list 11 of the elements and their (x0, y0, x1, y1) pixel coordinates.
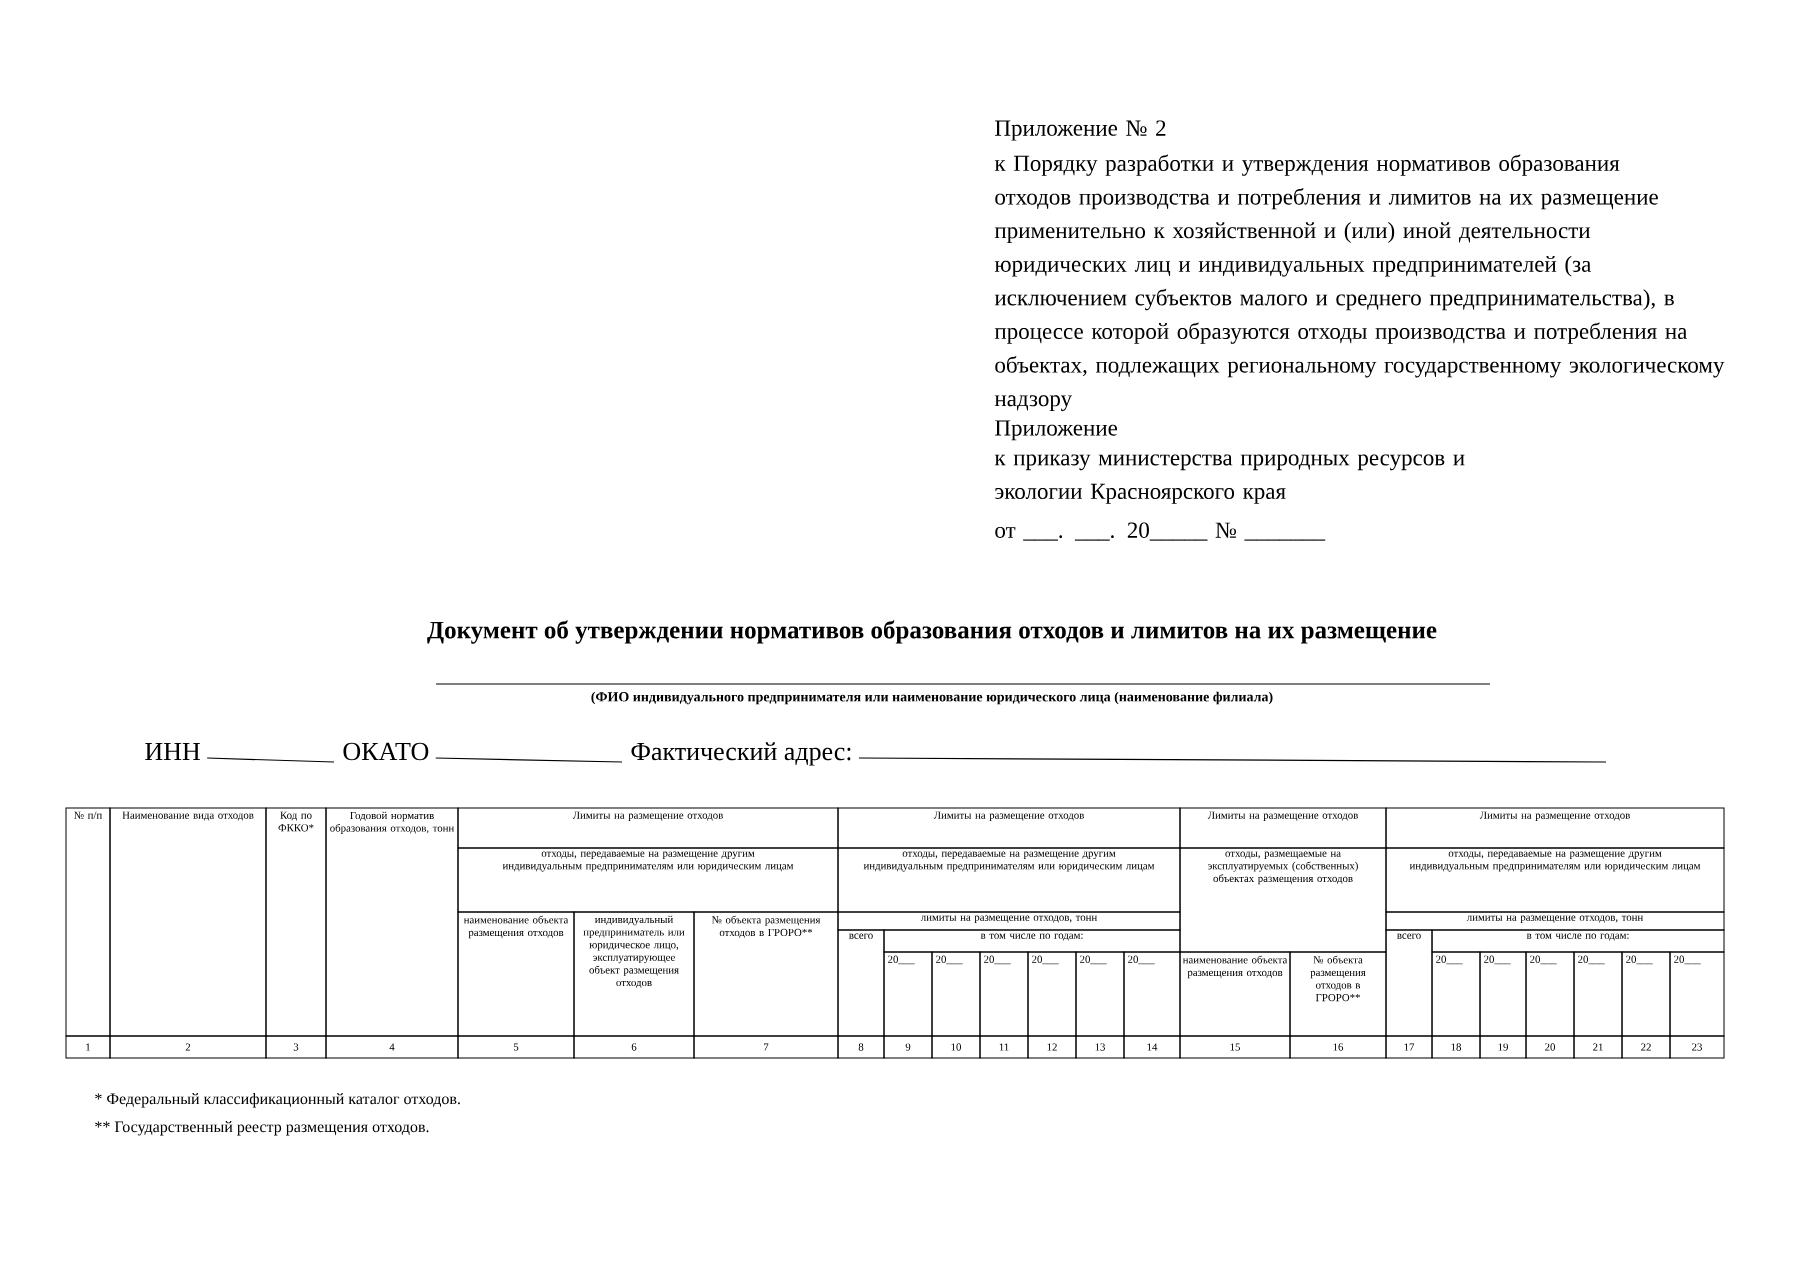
appendix-text: к Порядку разработки и утверждения нормативов образования отходов производства и потребления и лимитов на их размещение применительно к хозяйственной и (или) иной деятельности юридических лиц и индивидуальных предпринимателей (за исключением субъектов малого и среднего предпринимательства), в процессе которой образуются отходы производства и потребления на объектах, подлежащих региональному государственному экологическому надзору (994, 154, 1725, 411)
footnote: * Федеральный классификационный каталог отходов. (95, 1092, 460, 1108)
appendix-text: от ___. ___. 20_____ № _______ (995, 522, 1326, 541)
appendix-text: к приказу министерства природных ресурсов и экологии Красноярского края (994, 454, 1465, 504)
appendix-text: Приложение № 2 (995, 120, 1166, 141)
field-label: ОКАТО (343, 742, 429, 761)
field-label: Фактический адрес: (631, 742, 851, 766)
footnote: ** Государственный реестр размещения отходов. (95, 1121, 429, 1136)
appendix-text: Приложение (995, 420, 1118, 441)
document-title: Документ об утверждении нормативов образования отходов и лимитов на их размещение (427, 620, 1437, 644)
field-label: ИНН (145, 743, 200, 760)
